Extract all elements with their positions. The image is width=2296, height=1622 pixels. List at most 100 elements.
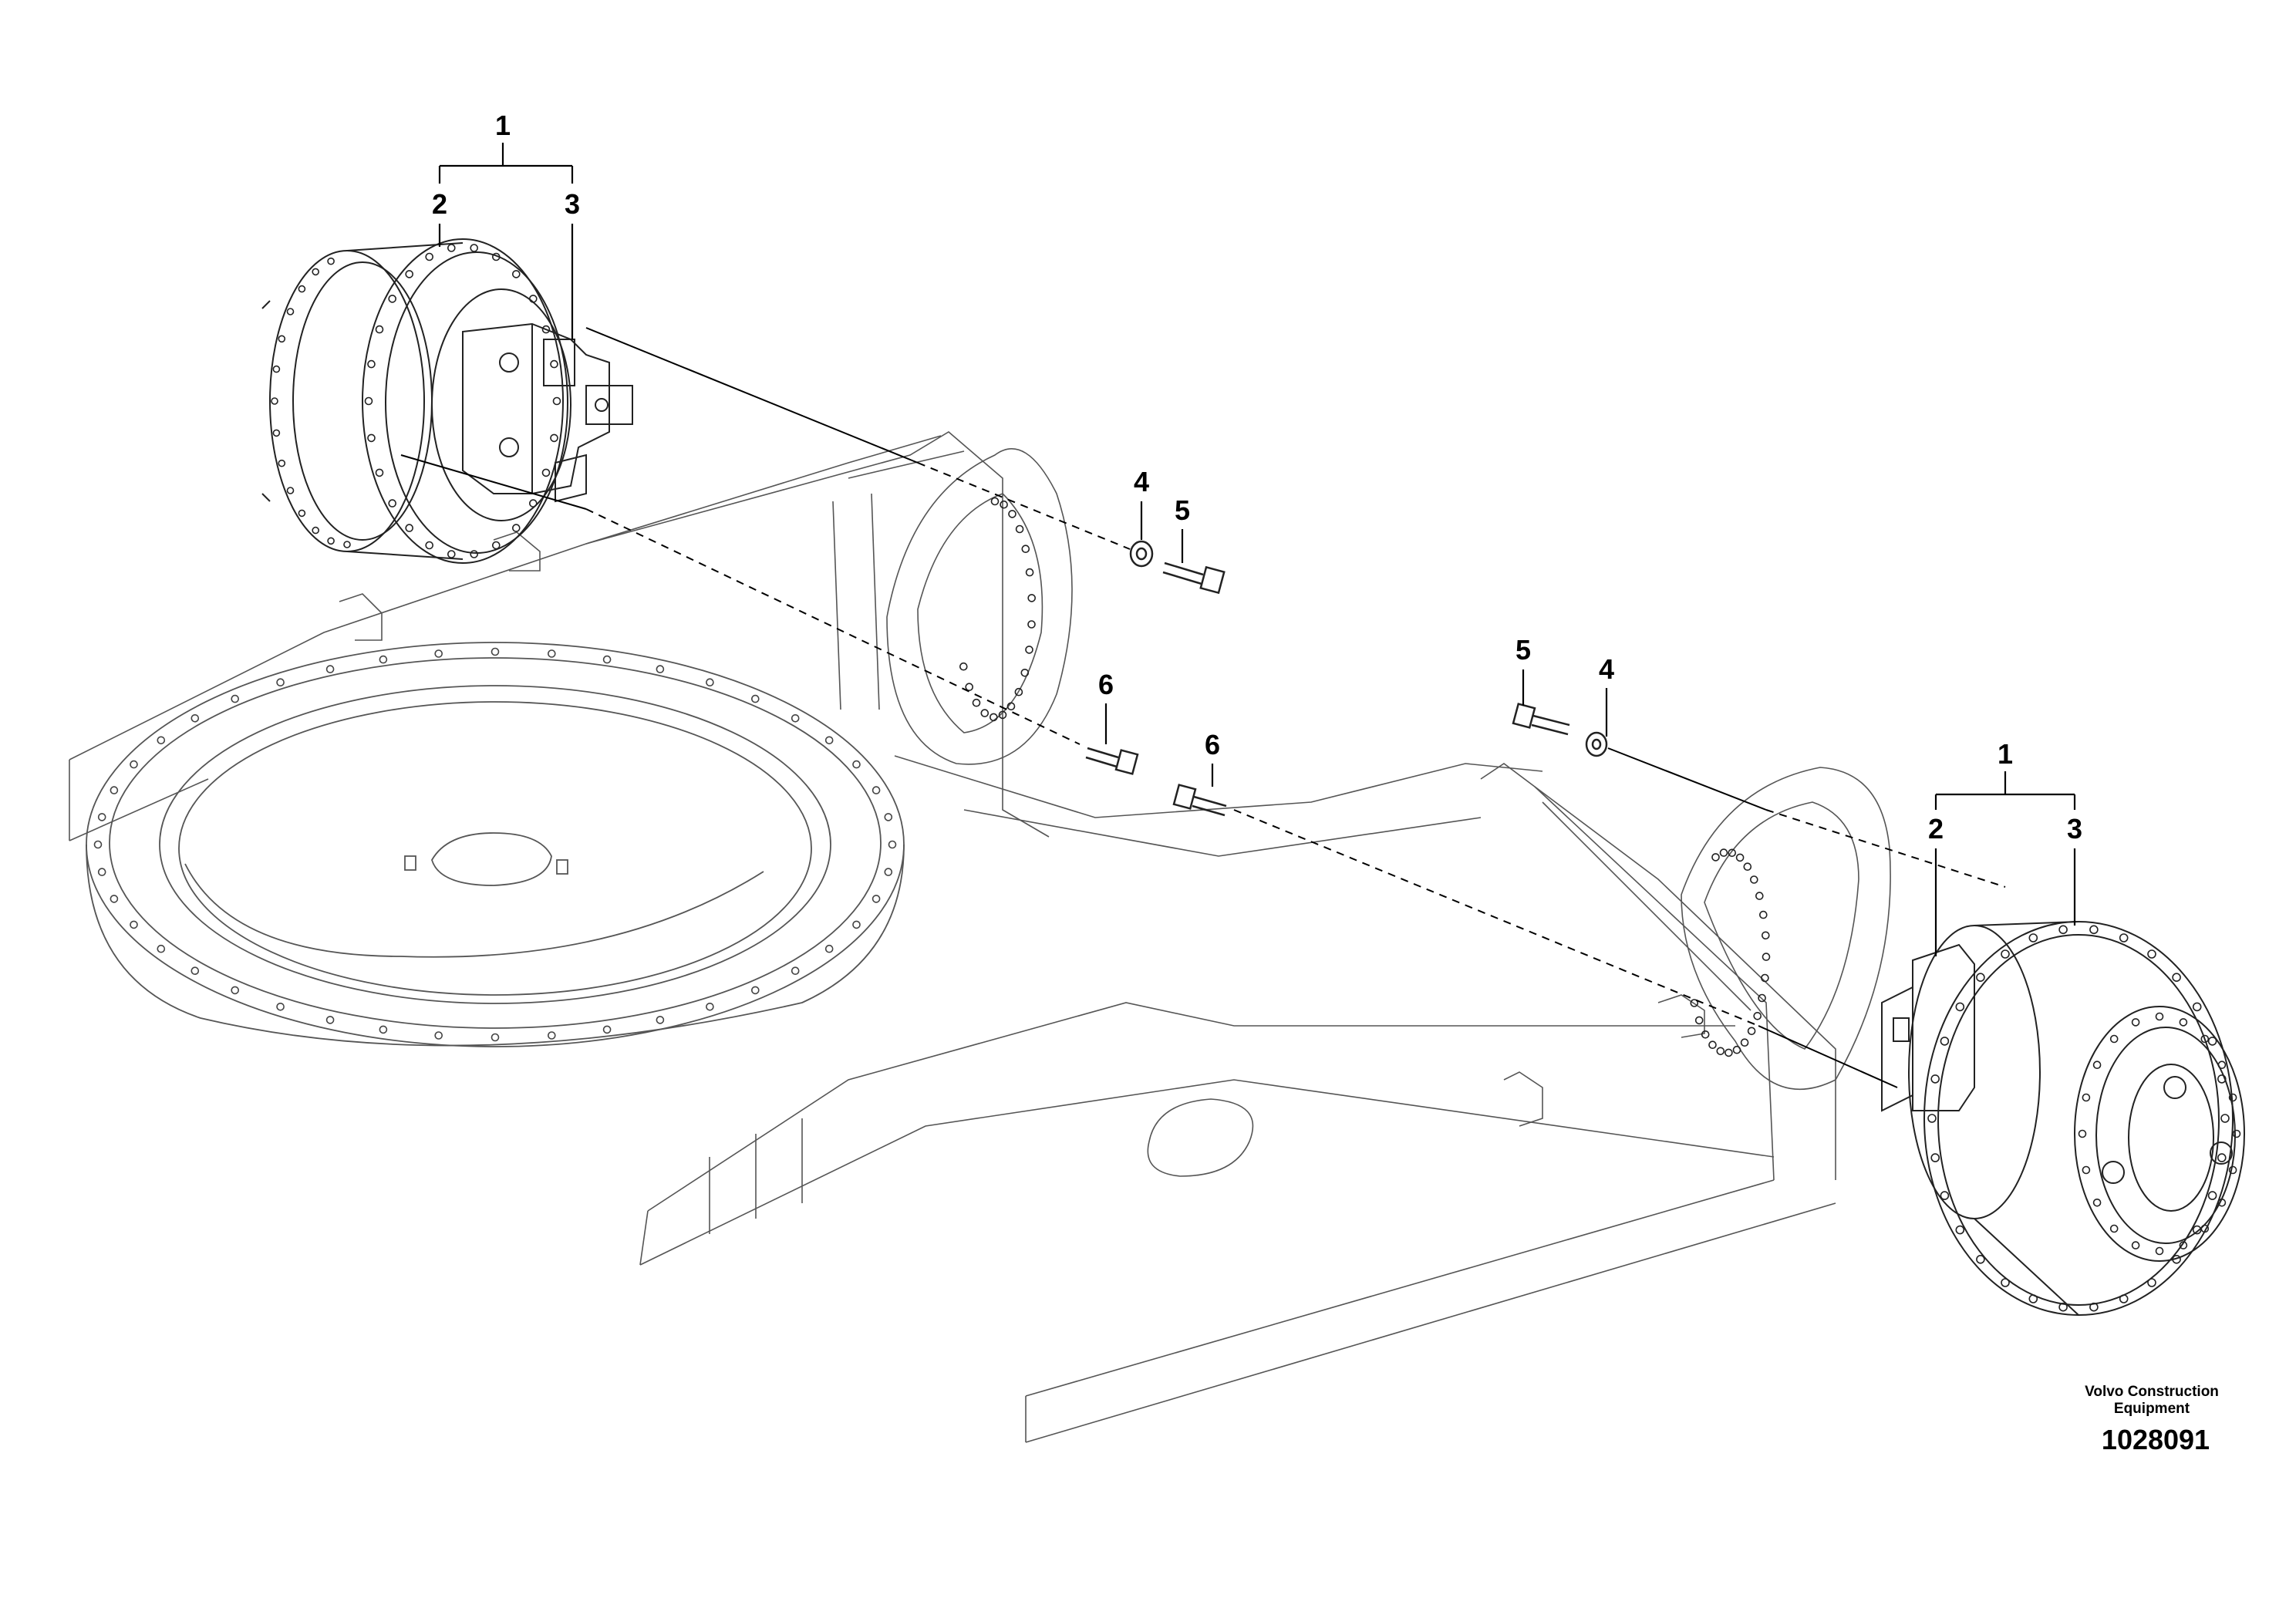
callout-left-part-2: 2 xyxy=(431,188,448,220)
callout-right-part-2: 2 xyxy=(1927,813,1944,845)
motor-bolt-hole xyxy=(2092,1199,2102,1207)
frame-bolt-hole xyxy=(1701,1030,1710,1039)
motor-bolt-hole xyxy=(2200,1224,2210,1233)
ring-bolt-hole xyxy=(547,649,556,658)
ring-bolt-hole xyxy=(190,713,200,723)
frame-bolt-hole xyxy=(1725,1048,1733,1057)
motor-bolt-hole xyxy=(552,396,561,406)
motor-bolt-hole xyxy=(327,537,335,545)
motor-bolt-hole xyxy=(2200,1034,2210,1044)
frame-bolt-hole xyxy=(998,710,1007,720)
motor-bolt-hole xyxy=(2179,1241,2188,1249)
assembly-lead-lines xyxy=(400,327,2006,1088)
motor-bolt-hole xyxy=(2220,1114,2230,1123)
ring-bolt-hole xyxy=(325,1016,335,1024)
motor-bolt-hole xyxy=(2232,1129,2241,1138)
callout-left-screw: 6 xyxy=(1097,669,1114,700)
right-screw xyxy=(1172,784,1227,817)
motor-bolt-hole xyxy=(286,487,295,494)
motor-bolt-hole xyxy=(447,550,456,558)
motor-bolt-hole xyxy=(405,270,414,278)
motor-bolt-hole xyxy=(528,295,538,303)
left-washer xyxy=(1129,540,1154,568)
frame-bolt-hole xyxy=(990,497,1000,506)
motor-bolt-hole xyxy=(470,550,479,558)
frame-bolt-hole xyxy=(1694,1016,1704,1025)
motor-bolt-hole xyxy=(2179,1018,2188,1027)
callout-left-washer: 4 xyxy=(1133,466,1150,497)
ring-bolt-hole xyxy=(884,813,893,821)
frame-bolt-hole xyxy=(1025,646,1033,654)
ring-bolt-hole xyxy=(602,655,612,664)
ring-bolt-hole xyxy=(231,986,240,995)
brand-name: Volvo Construction Equipment xyxy=(2052,1384,2252,1418)
right-travel-motor xyxy=(1881,921,2245,1316)
motor-bolt-hole xyxy=(364,396,373,406)
motor-bolt-hole xyxy=(2089,1302,2099,1312)
frame-bolt-hole xyxy=(1021,545,1030,554)
motor-bolt-hole xyxy=(2228,1165,2237,1175)
ring-bolt-hole xyxy=(656,665,665,673)
motor-bolt-hole xyxy=(2217,1074,2227,1084)
ring-bolt-hole xyxy=(434,649,443,658)
frame-bolt-hole xyxy=(1762,931,1770,940)
motor-bolt-hole xyxy=(2172,973,2181,982)
motor-bolt-hole xyxy=(2082,1093,2091,1102)
motor-bolt-hole xyxy=(286,308,295,315)
motor-bolt-hole xyxy=(2028,933,2038,943)
motor-bolt-hole xyxy=(272,429,281,437)
motor-bolt-hole xyxy=(425,541,434,550)
ring-bolt-hole xyxy=(110,786,119,794)
ring-bolt-hole xyxy=(325,665,335,673)
callout-right-part-3: 3 xyxy=(2066,813,2083,845)
callout-left-bolt: 5 xyxy=(1174,494,1191,526)
callout-left-assembly: 1 xyxy=(494,110,511,141)
brand-name-line-1: Volvo Construction xyxy=(2085,1384,2219,1400)
ring-bolt-hole xyxy=(157,736,166,745)
ring-bolt-hole xyxy=(824,944,834,953)
motor-bolt-hole xyxy=(541,468,551,477)
callout-right-assembly: 1 xyxy=(1997,738,2014,770)
figure-number: 1028091 xyxy=(2101,1424,2210,1455)
motor-bolt-hole xyxy=(528,499,538,508)
ring-bolt-hole xyxy=(602,1025,612,1034)
frame-bolt-hole xyxy=(1000,500,1008,509)
ring-bolt-hole xyxy=(130,760,138,769)
motor-bolt-hole xyxy=(1955,1002,1965,1012)
motor-bolt-hole xyxy=(2119,933,2129,943)
motor-bolt-hole xyxy=(550,359,558,369)
motor-bolt-hole xyxy=(2058,1302,2068,1312)
ring-bolt-hole xyxy=(276,678,285,687)
frame-bolt-hole xyxy=(959,662,968,671)
ring-bolt-hole xyxy=(130,920,138,929)
motor-bolt-hole xyxy=(491,541,501,550)
ring-bolt-hole xyxy=(750,694,760,703)
frame-bolt-hole xyxy=(1747,1027,1756,1036)
motor-bolt-hole xyxy=(2078,1129,2087,1138)
motor-bolt-hole xyxy=(2058,925,2068,935)
ring-bolt-hole xyxy=(750,986,760,995)
left-motor-bolt-holes xyxy=(271,244,561,558)
frame-bolt-hole xyxy=(1015,524,1024,534)
frame-bolt-hole xyxy=(1027,594,1036,602)
right-bolt xyxy=(1512,703,1570,736)
frame-bolt-hole xyxy=(1743,862,1752,871)
ring-bolt-hole xyxy=(93,840,103,849)
motor-bolt-hole xyxy=(2089,925,2099,935)
ring-bolt-hole xyxy=(888,840,897,849)
motor-bolt-hole xyxy=(2207,1037,2217,1046)
frame-bolt-hole xyxy=(1719,848,1728,857)
frame-bolt-hole xyxy=(1008,510,1017,518)
motor-bolt-hole xyxy=(405,524,414,532)
motor-bolt-hole xyxy=(272,365,281,373)
motor-bolt-hole xyxy=(2001,1278,2010,1287)
right-motor-bolt-holes xyxy=(959,497,2241,1312)
ring-bolt-hole xyxy=(547,1031,556,1040)
callout-right-screw: 6 xyxy=(1204,729,1221,760)
motor-bolt-hole xyxy=(2172,1255,2181,1264)
frame-bolt-hole xyxy=(965,683,973,692)
frame-bolt-hole xyxy=(972,698,981,707)
ring-bolt-hole xyxy=(434,1031,443,1040)
motor-bolt-hole xyxy=(278,459,286,467)
